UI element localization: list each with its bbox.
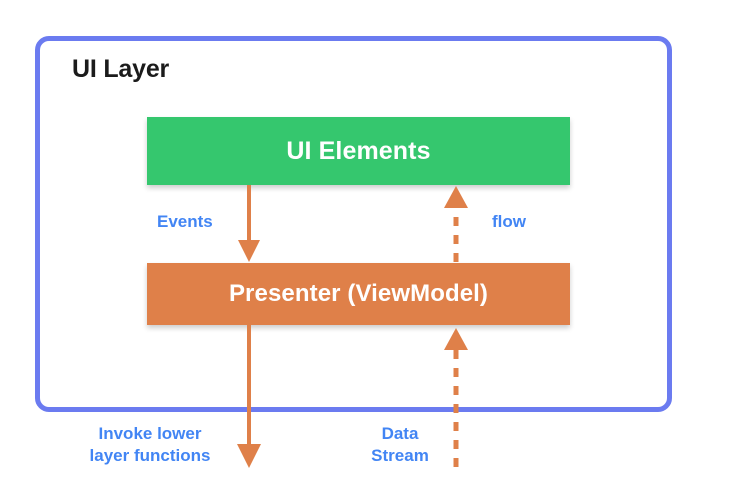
edge-label-invoke-lower-layer: Invoke lower layer functions [89, 424, 211, 465]
block-ui-elements-label: UI Elements [286, 136, 431, 165]
edge-label-events: Events [157, 212, 213, 231]
block-ui-elements[interactable]: UI Elements [147, 117, 570, 185]
page-title: UI Layer [72, 55, 170, 83]
edge-label-data-stream: Data Stream [371, 424, 429, 465]
block-presenter[interactable]: Presenter (ViewModel) [147, 263, 570, 325]
edge-label-flow: flow [492, 212, 526, 231]
ui-layer-container [35, 36, 672, 412]
block-presenter-label: Presenter (ViewModel) [228, 280, 489, 307]
